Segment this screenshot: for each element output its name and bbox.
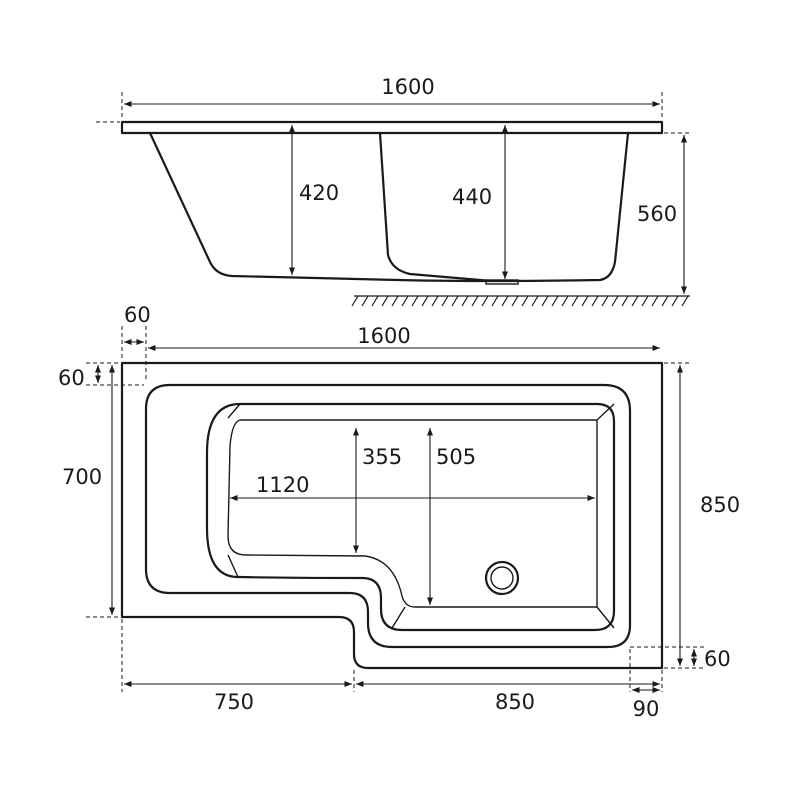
dim-label-height: 560 (637, 202, 677, 226)
hatch-mark (571, 295, 579, 307)
basin-floor-outline (227, 419, 598, 608)
basin-corner-line (391, 606, 406, 629)
side-elevation-view: 1600 420 440 560 (96, 75, 690, 307)
bath-rim-side (120, 120, 664, 135)
hatch-mark (351, 295, 359, 307)
dim-label-rim-bottom: 60 (704, 647, 731, 671)
hatch-mark (551, 295, 559, 307)
hatch-mark (461, 295, 469, 307)
bath-rim-inner-outline (144, 383, 632, 649)
dim-label-length-plan: 1600 (357, 324, 410, 348)
dim-label-inner-narrow: 355 (362, 445, 402, 469)
dim-label-inner-wide: 505 (436, 445, 476, 469)
hatch-mark (361, 295, 369, 307)
hatch-mark (541, 295, 549, 307)
hatch-mark (591, 295, 599, 307)
hatch-mark (521, 295, 529, 307)
hatch-mark (491, 295, 499, 307)
dim-label-rim-side: 60 (58, 366, 85, 390)
waste-outlet-inner (490, 566, 514, 590)
hatch-mark (671, 295, 679, 307)
hatch-mark (661, 295, 669, 307)
hatch-mark (401, 295, 409, 307)
hatch-mark (451, 295, 459, 307)
dim-label-depth-right: 440 (452, 185, 492, 209)
hatch-mark (681, 295, 689, 307)
hatch-mark (431, 295, 439, 307)
plan-view: 60 1600 60 700 1120 355 505 850 60 (58, 303, 740, 721)
dim-label-depth-left: 420 (299, 181, 339, 205)
hatch-mark (511, 295, 519, 307)
basin-corner-line (227, 403, 241, 419)
hatch-mark (601, 295, 609, 307)
hatch-mark (531, 295, 539, 307)
hatch-mark (501, 295, 509, 307)
dim-label-inner-length: 1120 (256, 473, 309, 497)
hatch-mark (381, 295, 389, 307)
floor-hatching (351, 295, 689, 307)
hatch-mark (391, 295, 399, 307)
hatch-mark (441, 295, 449, 307)
basin-corner-line (227, 554, 239, 578)
waste-outlet-plan (484, 560, 520, 596)
hatch-mark (621, 295, 629, 307)
hatch-mark (421, 295, 429, 307)
hatch-mark (581, 295, 589, 307)
dim-label-narrow-section: 750 (214, 690, 254, 714)
dim-label-length-top: 1600 (381, 75, 434, 99)
hatch-mark (561, 295, 569, 307)
waste-outlet-side (485, 279, 519, 285)
hatch-mark (371, 295, 379, 307)
hatch-mark (611, 295, 619, 307)
hatch-mark (651, 295, 659, 307)
hatch-mark (641, 295, 649, 307)
bath-basin-outline (205, 402, 616, 632)
dim-label-offset: 90 (633, 697, 660, 721)
dim-label-wide-section: 850 (495, 690, 535, 714)
basin-corner-line (596, 606, 615, 629)
bath-inner-wall-side (378, 131, 494, 283)
hatch-mark (631, 295, 639, 307)
hatch-mark (411, 295, 419, 307)
bath-outer-outline-plan (120, 361, 664, 670)
dim-label-width-wide: 850 (700, 493, 740, 517)
dim-label-width-narrow: 700 (62, 465, 102, 489)
basin-corner-line (596, 403, 615, 421)
dim-label-rim-end: 60 (124, 303, 151, 327)
hatch-mark (471, 295, 479, 307)
hatch-mark (481, 295, 489, 307)
